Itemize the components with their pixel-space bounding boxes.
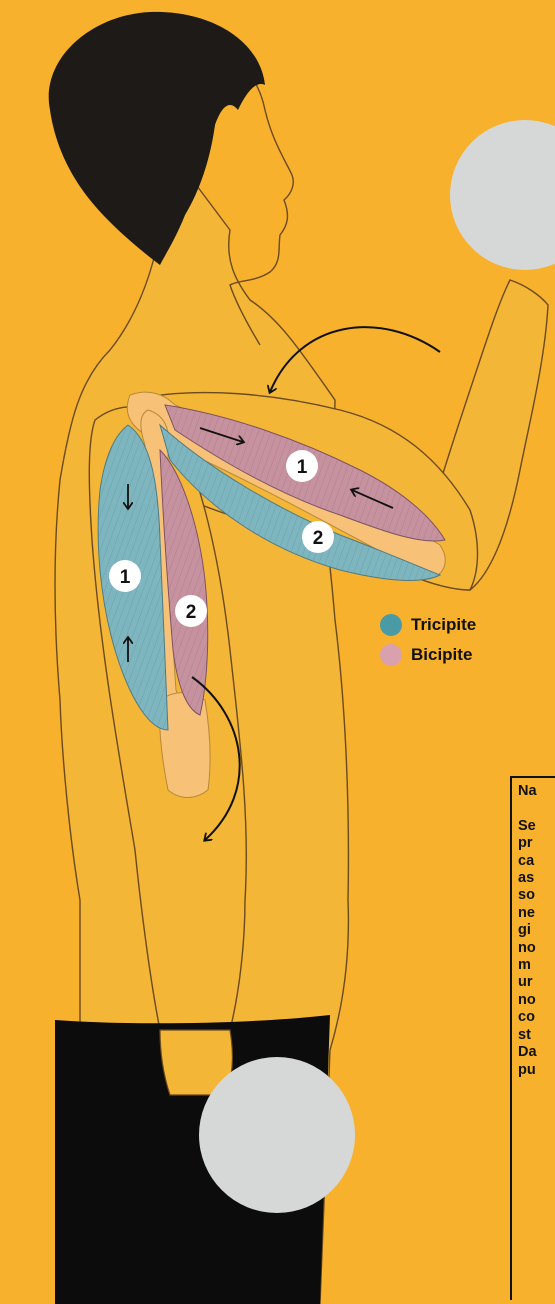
- legend: Tricipite Bicipite: [380, 610, 550, 670]
- tricipite-swatch: [380, 614, 402, 636]
- badge-raised-biceps: 1: [286, 450, 318, 482]
- legend-label-bicipite: Bicipite: [411, 645, 472, 665]
- weight-plate-top: [450, 120, 555, 270]
- badge-hanging-triceps: 1: [109, 560, 141, 592]
- bicipite-swatch: [380, 644, 402, 666]
- note-box: Na Se pr ca as so ne gi no m ur no co st…: [510, 776, 555, 1300]
- weight-plate-bottom: [199, 1057, 355, 1213]
- badge-hanging-biceps-label: 2: [186, 602, 197, 623]
- legend-item-tricipite: Tricipite: [380, 610, 550, 640]
- legend-item-bicipite: Bicipite: [380, 640, 550, 670]
- badge-hanging-triceps-label: 1: [120, 567, 131, 588]
- note-text: Na Se pr ca as so ne gi no m ur no co st…: [512, 778, 555, 1079]
- badge-raised-biceps-label: 1: [297, 457, 308, 478]
- legend-label-tricipite: Tricipite: [411, 615, 476, 635]
- badge-hanging-biceps: 2: [175, 595, 207, 627]
- badge-raised-triceps-label: 2: [313, 528, 324, 549]
- badge-raised-triceps: 2: [302, 521, 334, 553]
- hair: [49, 12, 265, 265]
